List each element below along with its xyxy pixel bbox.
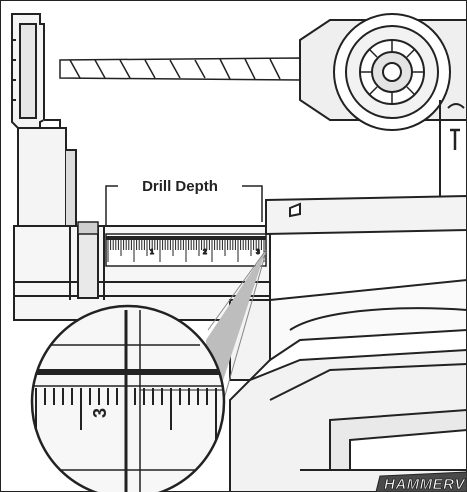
- dust-collector-cap: [11, 13, 61, 131]
- scale-number-2: 2: [203, 249, 207, 256]
- drill-bit: [59, 57, 301, 81]
- brand-text: HAMMERV: [384, 476, 466, 492]
- drill-depth-callout: [105, 185, 263, 225]
- magnified-number: 3: [90, 408, 110, 418]
- depth-scale-ruler: 1 2 3: [77, 221, 267, 267]
- brand-badge: HAMMERV: [375, 471, 467, 492]
- drill-chuck: [299, 13, 467, 201]
- scale-number-1: 1: [150, 249, 154, 256]
- tool-lower-body: [229, 278, 467, 492]
- magnified-scale-view: 3: [30, 304, 226, 492]
- scale-number-3: 3: [256, 249, 260, 256]
- drill-depth-label: Drill Depth: [142, 178, 218, 195]
